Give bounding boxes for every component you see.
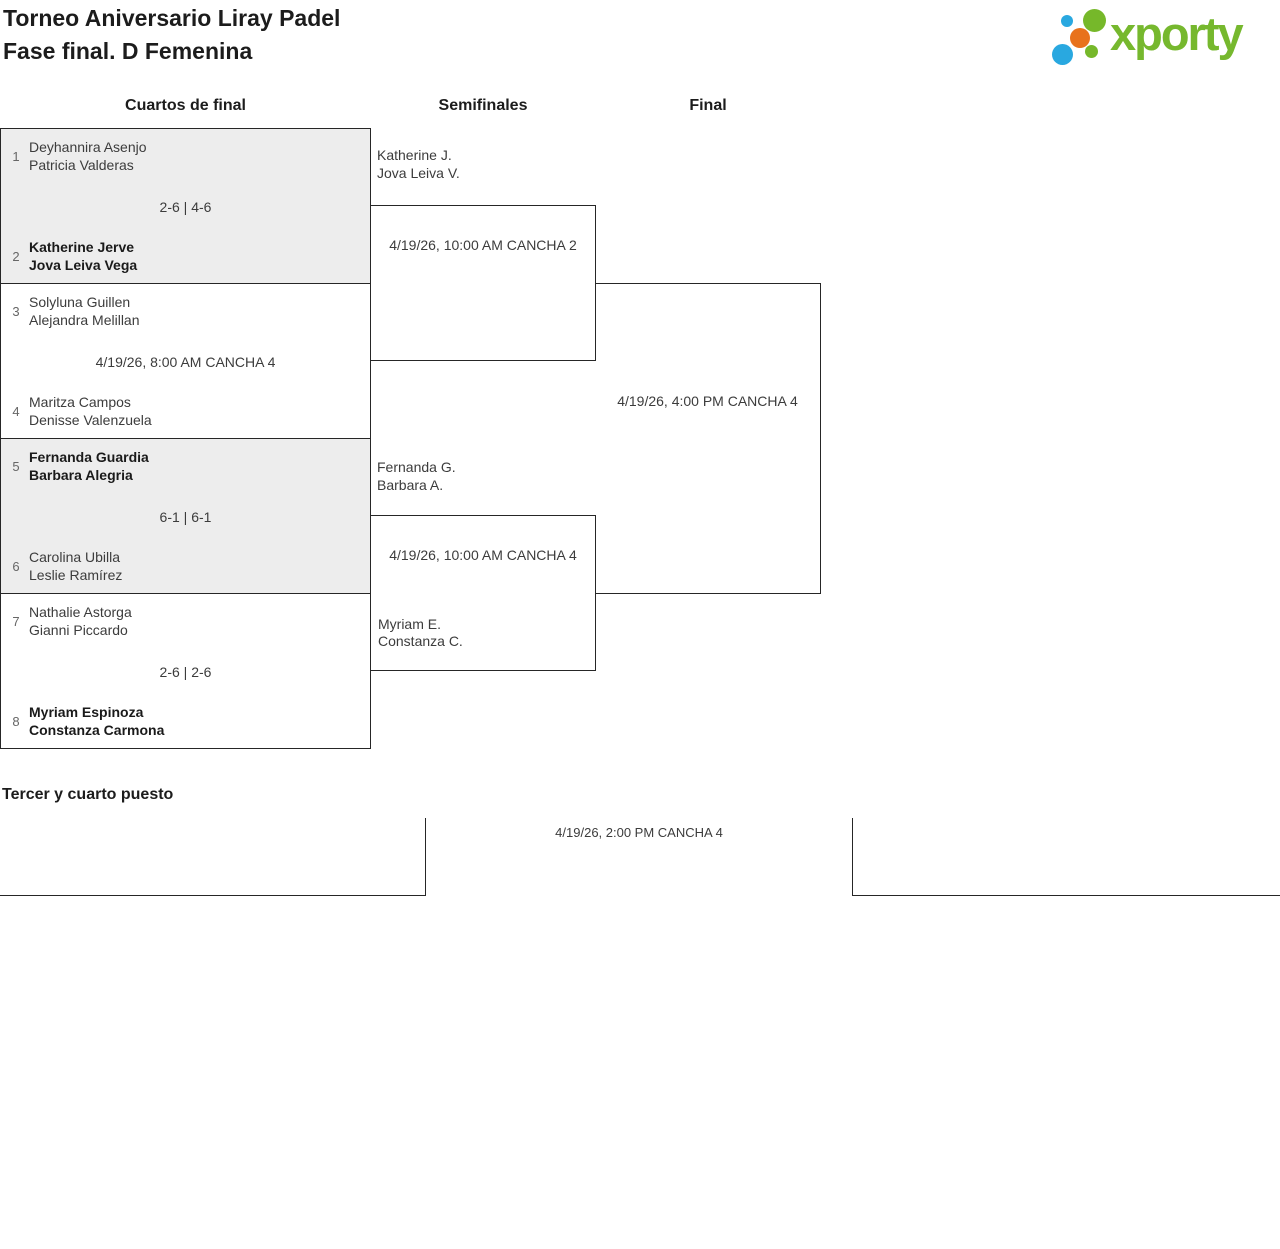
seed-number: 2 xyxy=(12,248,20,264)
team-names: Nathalie Astorga Gianni Piccardo xyxy=(29,603,132,639)
player-name: Fernanda Guardia xyxy=(29,449,149,465)
player-name: Constanza C. xyxy=(378,633,463,649)
match-schedule: 4/19/26, 10:00 AM CANCHA 2 xyxy=(389,237,577,253)
logo-dot-icon xyxy=(1070,28,1090,48)
team-slot: 6 Carolina Ubilla Leslie Ramírez xyxy=(9,548,362,584)
match-quarterfinal-4: 7 Nathalie Astorga Gianni Piccardo 2-6 |… xyxy=(0,593,371,749)
phase-category: Fase final. D Femenina xyxy=(3,38,253,64)
match-quarterfinal-3: 5 Fernanda Guardia Barbara Alegria 6-1 |… xyxy=(0,438,371,594)
team-names: Carolina Ubilla Leslie Ramírez xyxy=(29,548,122,584)
team-slot-winner: 5 Fernanda Guardia Barbara Alegria xyxy=(9,448,362,484)
page-title: Torneo Aniversario Liray Padel Fase fina… xyxy=(3,2,340,68)
seed-number: 6 xyxy=(12,558,20,574)
team-names: Maritza Campos Denisse Valenzuela xyxy=(29,393,152,429)
match-schedule: 4/19/26, 4:00 PM CANCHA 4 xyxy=(617,393,798,409)
player-name: Barbara Alegria xyxy=(29,467,133,483)
team-slot: 7 Nathalie Astorga Gianni Piccardo xyxy=(9,603,362,639)
match-semifinal-1: 4/19/26, 10:00 AM CANCHA 2 xyxy=(370,205,596,361)
column-header-quarterfinals: Cuartos de final xyxy=(125,97,246,114)
player-name: Maritza Campos xyxy=(29,394,131,410)
player-name: Myriam E. xyxy=(378,616,441,632)
team-slot-winner: 8 Myriam Espinoza Constanza Carmona xyxy=(9,703,362,739)
team-names: Solyluna Guillen Alejandra Melillan xyxy=(29,293,140,329)
third-place-connector-left xyxy=(0,818,426,896)
player-name: Gianni Piccardo xyxy=(29,622,128,638)
team-slot: 3 Solyluna Guillen Alejandra Melillan xyxy=(9,293,362,329)
player-name: Nathalie Astorga xyxy=(29,604,132,620)
player-name: Solyluna Guillen xyxy=(29,294,131,310)
team-slot: 4 Maritza Campos Denisse Valenzuela xyxy=(9,393,362,429)
match-schedule: 4/19/26, 8:00 AM CANCHA 4 xyxy=(95,354,276,370)
seed-number: 5 xyxy=(12,458,20,474)
player-name: Patricia Valderas xyxy=(29,157,134,173)
logo-dot-icon xyxy=(1052,44,1073,65)
tournament-name: Torneo Aniversario Liray Padel xyxy=(3,5,341,31)
column-header-final: Final xyxy=(689,97,727,114)
seed-number: 3 xyxy=(12,303,20,319)
player-name: Jova Leiva Vega xyxy=(29,257,138,273)
match-quarterfinal-1: 1 Deyhannira Asenjo Patricia Valderas 2-… xyxy=(0,128,371,284)
player-name: Barbara A. xyxy=(377,477,444,493)
player-name: Carolina Ubilla xyxy=(29,549,121,565)
player-name: Fernanda G. xyxy=(377,459,456,475)
team-slot: 1 Deyhannira Asenjo Patricia Valderas xyxy=(9,138,362,174)
player-name: Deyhannira Asenjo xyxy=(29,139,147,155)
third-place-heading: Tercer y cuarto puesto xyxy=(2,786,174,803)
seed-number: 8 xyxy=(12,713,20,729)
team-names: Fernanda Guardia Barbara Alegria xyxy=(29,448,149,484)
match-schedule: 4/19/26, 10:00 AM CANCHA 4 xyxy=(389,547,577,563)
column-header-semifinals: Semifinales xyxy=(438,97,528,114)
team-names: Katherine Jerve Jova Leiva Vega xyxy=(29,238,137,274)
logo-dot-icon xyxy=(1083,9,1106,32)
semifinal-2-team-bottom: Myriam E. Constanza C. xyxy=(378,616,463,650)
match-quarterfinal-2: 3 Solyluna Guillen Alejandra Melillan 4/… xyxy=(0,283,371,439)
xporty-logo[interactable]: xporty xyxy=(1045,0,1280,72)
team-slot-winner: 2 Katherine Jerve Jova Leiva Vega xyxy=(9,238,362,274)
team-names: Deyhannira Asenjo Patricia Valderas xyxy=(29,138,147,174)
team-names: Myriam Espinoza Constanza Carmona xyxy=(29,703,164,739)
logo-wordmark: xporty xyxy=(1110,7,1244,60)
match-schedule: 4/19/26, 2:00 PM CANCHA 4 xyxy=(555,825,723,840)
match-score: 6-1 | 6-1 xyxy=(159,509,212,525)
player-name: Jova Leiva V. xyxy=(377,165,460,181)
semifinal-2-team-top: Fernanda G. Barbara A. xyxy=(377,458,456,494)
player-name: Myriam Espinoza xyxy=(29,704,144,720)
seed-number: 1 xyxy=(12,148,20,164)
seed-number: 7 xyxy=(12,613,20,629)
player-name: Katherine Jerve xyxy=(29,239,135,255)
player-name: Leslie Ramírez xyxy=(29,567,123,583)
player-name: Katherine J. xyxy=(377,147,452,163)
match-score: 2-6 | 4-6 xyxy=(159,199,212,215)
match-semifinal-2: 4/19/26, 10:00 AM CANCHA 4 Myriam E. Con… xyxy=(370,515,596,671)
match-score: 2-6 | 2-6 xyxy=(159,664,212,680)
semifinal-1-team-top: Katherine J. Jova Leiva V. xyxy=(377,146,460,182)
logo-dot-icon xyxy=(1085,45,1098,58)
seed-number: 4 xyxy=(12,403,20,419)
logo-dot-icon xyxy=(1061,15,1073,27)
third-place-connector-right xyxy=(852,818,1280,896)
match-final: 4/19/26, 4:00 PM CANCHA 4 xyxy=(595,283,821,594)
player-name: Alejandra Melillan xyxy=(29,312,140,328)
player-name: Denisse Valenzuela xyxy=(29,412,152,428)
player-name: Constanza Carmona xyxy=(29,722,165,738)
